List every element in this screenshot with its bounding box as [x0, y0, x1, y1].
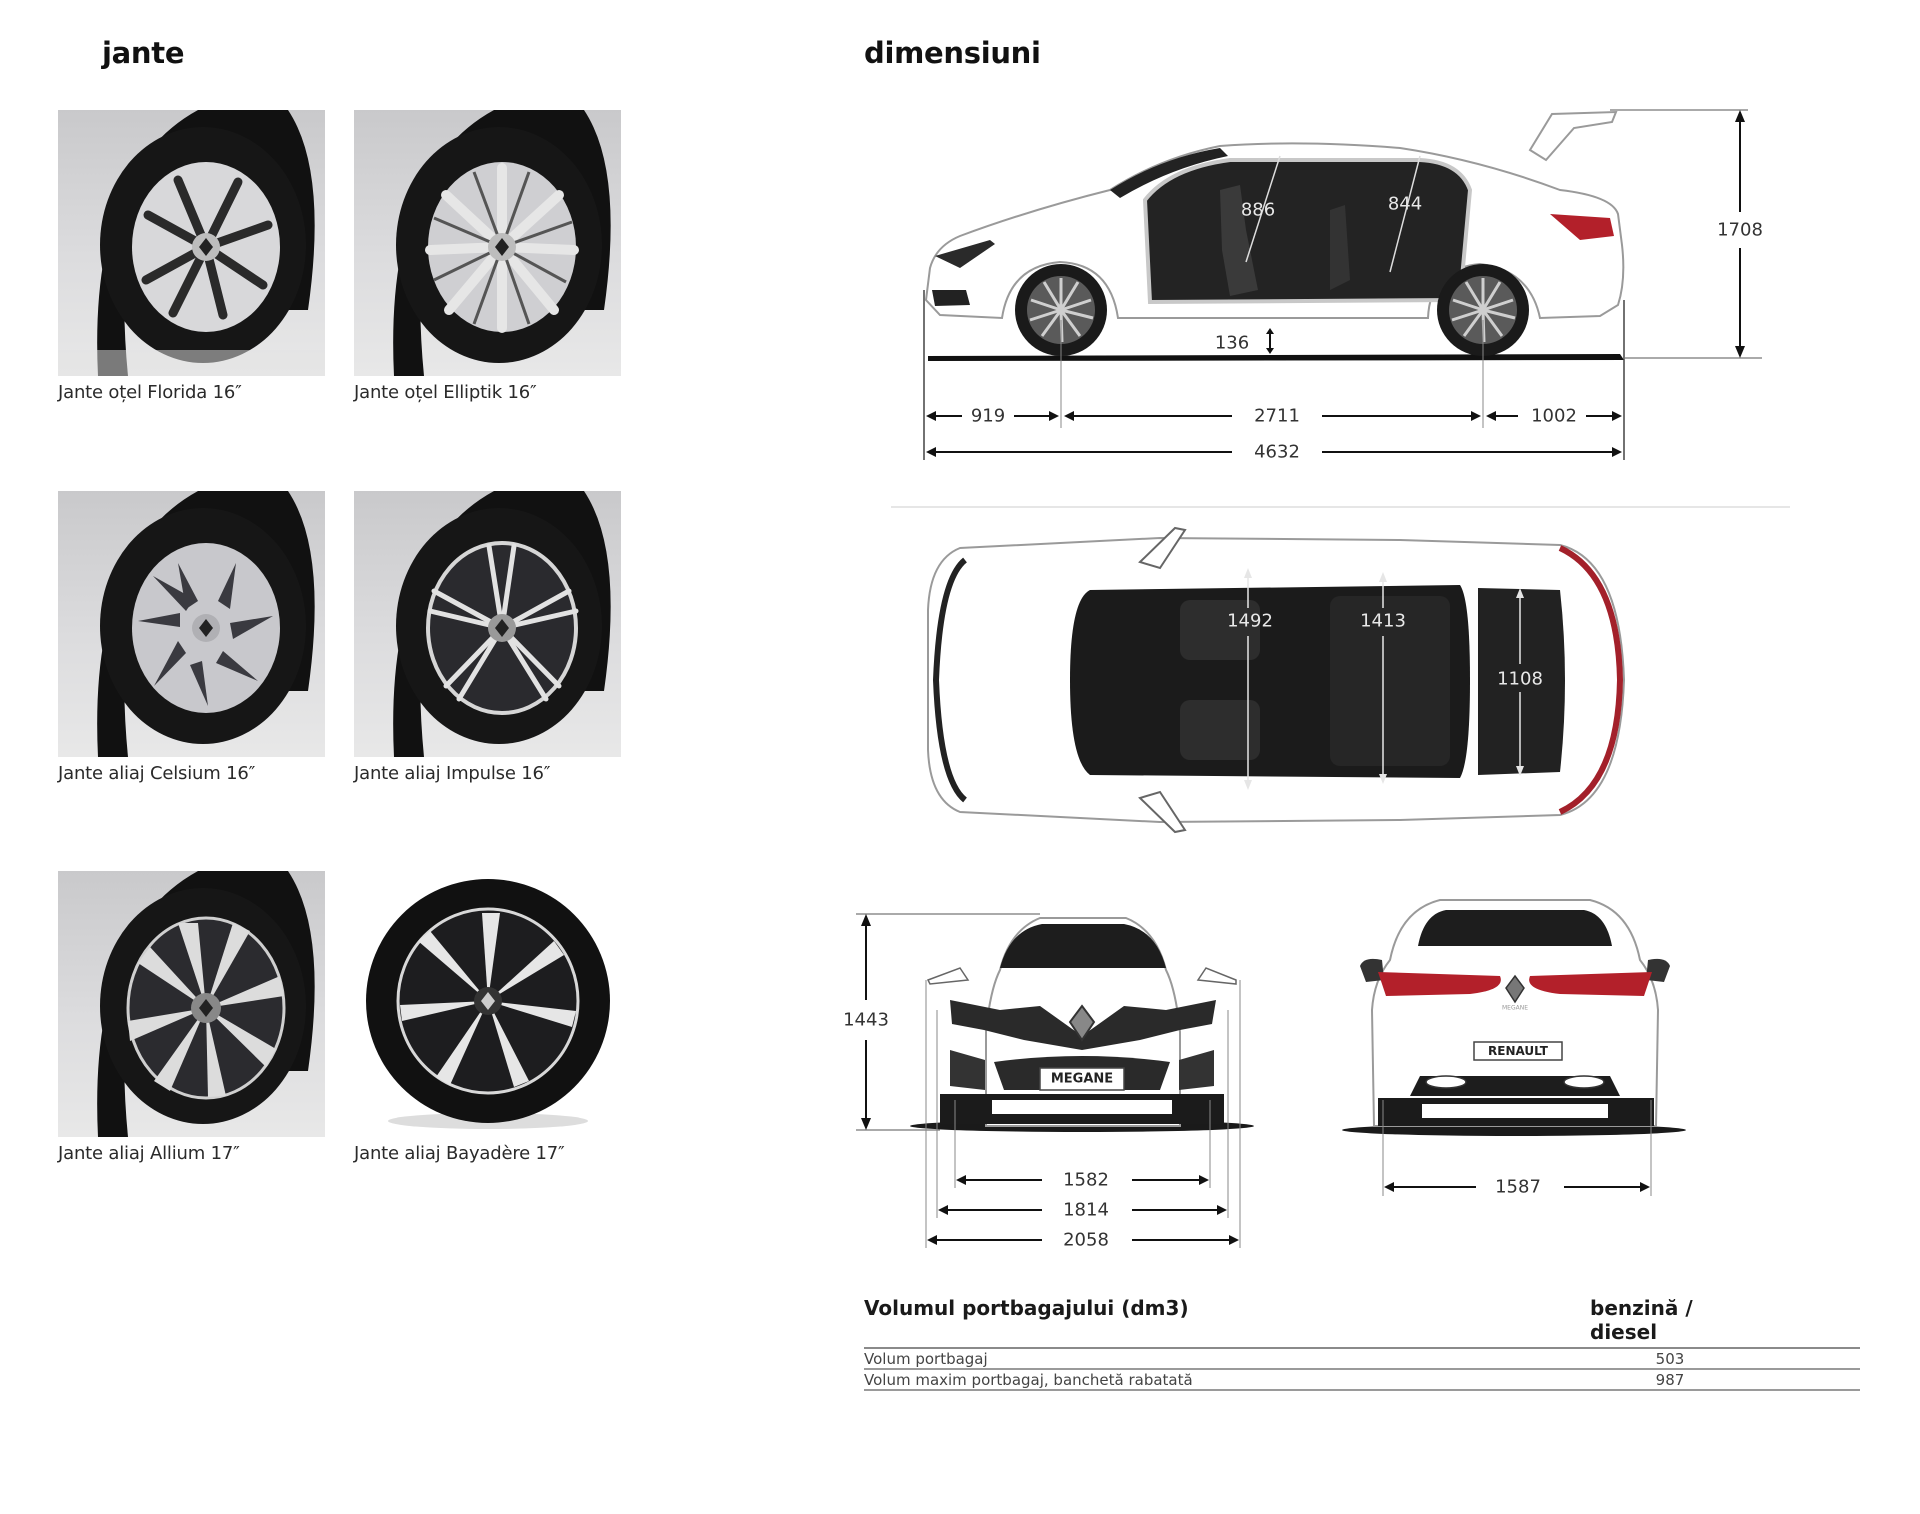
table-row: Volum maxim portbagaj, banchetă rabatată…	[864, 1370, 1860, 1391]
rear-headroom-label: 844	[1387, 193, 1423, 215]
wheel-impulse-icon	[393, 491, 611, 757]
width-without-mirrors-label: 1814	[1063, 1199, 1109, 1221]
wheel-card-celsium: Jante aliaj Celsium 16″	[58, 491, 325, 784]
rear-badge: MEGANE	[1501, 1004, 1529, 1012]
wheels-section-title: jante	[102, 36, 185, 70]
wheel-bayadere-icon	[366, 879, 610, 1129]
wheel-card-allium: Jante aliaj Allium 17″	[58, 871, 325, 1164]
rear-overhang-label: 1002	[1531, 405, 1577, 427]
wheel-elliptik-icon	[393, 110, 611, 376]
wheel-photo	[354, 871, 621, 1137]
trunk-row-label: Volum portbagaj	[864, 1350, 988, 1368]
overall-length-label: 4632	[1254, 441, 1300, 463]
wheel-caption: Jante aliaj Celsium 16″	[58, 763, 256, 784]
trunk-table-header: Volumul portbagajului (dm3) benzină / di…	[864, 1296, 1860, 1349]
wheelbase-label: 2711	[1254, 405, 1300, 427]
wheel-caption: Jante oțel Elliptik 16″	[354, 382, 537, 403]
width-with-mirrors-label: 2058	[1063, 1229, 1109, 1251]
wheel-photo	[58, 110, 325, 376]
height-tailgate-label: 1708	[1717, 219, 1763, 241]
trunk-header-label: Volumul portbagajului (dm3)	[864, 1296, 1189, 1320]
front-track-label: 1582	[1063, 1169, 1109, 1191]
wheel-caption: Jante aliaj Impulse 16″	[354, 763, 551, 784]
rear-track-label: 1587	[1495, 1176, 1541, 1198]
rear-plate-text: RENAULT	[1488, 1044, 1548, 1058]
trunk-row-label: Volum maxim portbagaj, banchetă rabatată	[864, 1371, 1193, 1389]
trunk-width-label: 1108	[1497, 668, 1543, 690]
front-elbow-width-label: 1492	[1227, 610, 1273, 632]
wheel-photo	[354, 110, 621, 376]
wheel-allium-icon	[97, 871, 315, 1137]
wheel-caption: Jante aliaj Bayadère 17″	[354, 1143, 565, 1164]
front-height-label: 1443	[843, 1009, 889, 1031]
wheel-photo	[58, 491, 325, 757]
rear-elbow-width-label: 1413	[1360, 610, 1406, 632]
ground-clearance-label: 136	[1214, 332, 1250, 354]
wheel-photo	[354, 491, 621, 757]
front-overhang-label: 919	[970, 405, 1006, 427]
dimensions-section-title: dimensiuni	[864, 36, 1041, 70]
trunk-row-value: 987	[1655, 1371, 1685, 1389]
trunk-volume-table: Volumul portbagajului (dm3) benzină / di…	[864, 1296, 1860, 1391]
trunk-header-value: benzină / diesel	[1590, 1296, 1693, 1344]
table-row: Volum portbagaj 503	[864, 1349, 1860, 1370]
wheel-card-bayadere: Jante aliaj Bayadère 17″	[354, 871, 621, 1164]
wheel-photo	[58, 871, 325, 1137]
trunk-row-value: 503	[1655, 1350, 1685, 1368]
wheel-card-elliptik: Jante oțel Elliptik 16″	[354, 110, 621, 403]
wheel-caption: Jante aliaj Allium 17″	[58, 1143, 240, 1164]
wheel-caption: Jante oțel Florida 16″	[58, 382, 242, 403]
wheel-card-impulse: Jante aliaj Impulse 16″	[354, 491, 621, 784]
wheel-card-florida: Jante oțel Florida 16″	[58, 110, 325, 403]
front-plate-text: MEGANE	[1050, 1071, 1114, 1087]
wheel-celsium-icon	[97, 491, 315, 757]
wheel-florida-icon	[58, 110, 325, 376]
front-headroom-label: 886	[1240, 199, 1276, 221]
